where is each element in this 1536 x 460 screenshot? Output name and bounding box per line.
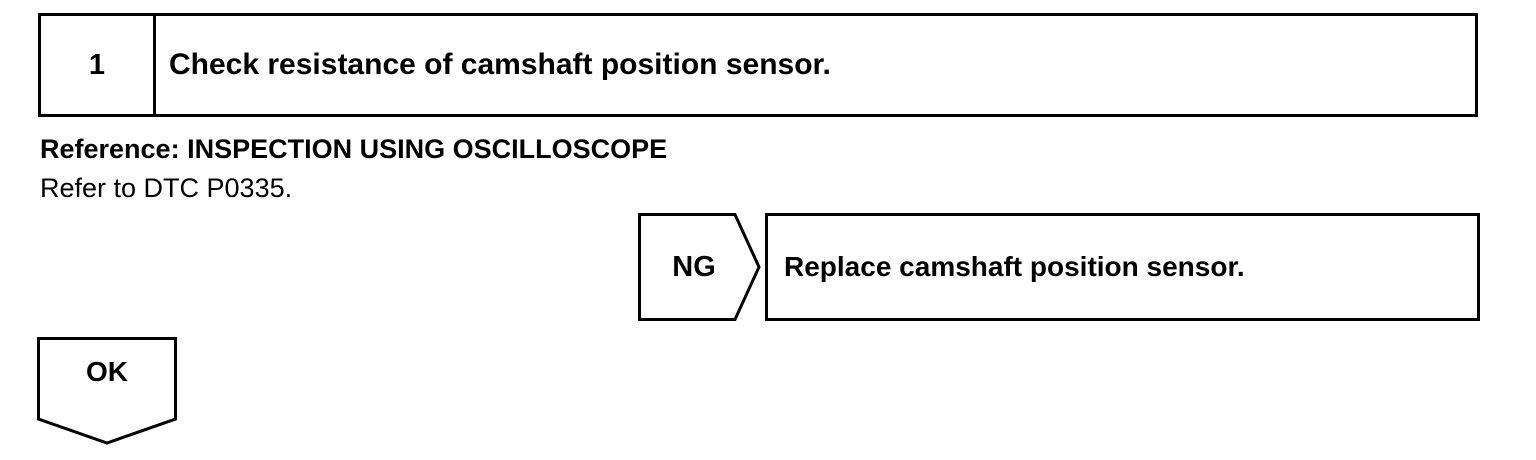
ok-label: OK <box>86 356 128 387</box>
ok-arrow-shape <box>37 337 177 445</box>
ng-arrow-shape <box>638 213 761 321</box>
reference-heading: Reference: INSPECTION USING OSCILLOSCOPE <box>40 134 668 164</box>
step-number: 1 <box>41 16 156 114</box>
ng-label: NG <box>672 250 716 283</box>
step-box: 1 Check resistance of camshaft position … <box>38 13 1478 117</box>
ng-action-box: Replace camshaft position sensor. <box>765 213 1480 321</box>
reference-text: Refer to DTC P0335. <box>40 173 293 203</box>
step-title: Check resistance of camshaft position se… <box>169 48 831 81</box>
